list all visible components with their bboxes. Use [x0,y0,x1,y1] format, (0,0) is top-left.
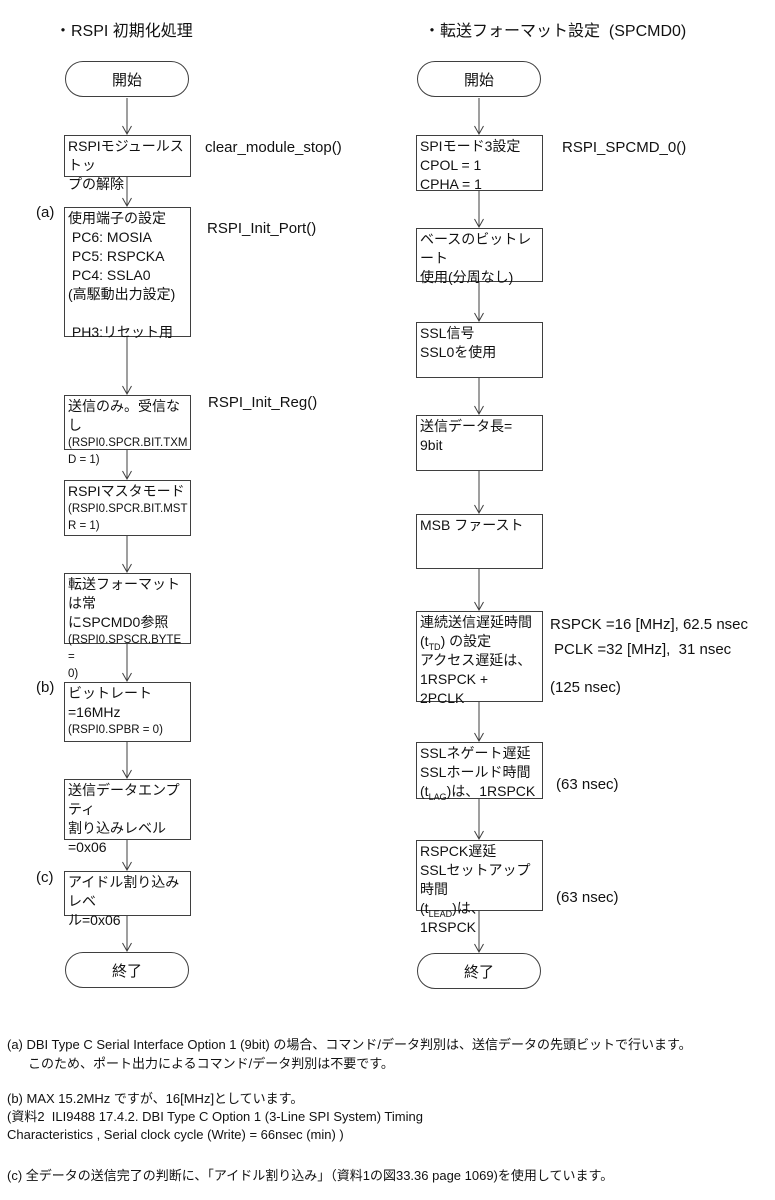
box-tx-delay: 連続送信遅延時間(tTD) の設定アクセス遅延は、1RSPCK +2PCLK [416,611,543,706]
label-timing-lag: (63 nsec) [556,776,619,793]
left-start-terminal: 開始 [65,61,189,97]
label-rspi-spcmd0: RSPI_SPCMD_0() [562,139,687,156]
box-base-bitrate: ベースのビットレート使用(分周なし) [416,228,543,285]
marker-a: (a) [36,204,55,221]
marker-b: (b) [36,679,55,696]
label-rspi-init-reg: RSPI_Init_Reg() [208,394,318,411]
left-flow-title: ・RSPI 初期化処理 [55,23,193,40]
box-msb-first: MSB ファースト [416,514,543,569]
label-timing-rspck: RSPCK =16 [MHz], 62.5 nsec [550,616,749,633]
left-end-terminal: 終了 [65,952,189,988]
label-timing-pclk: PCLK =32 [MHz], 31 nsec [554,641,732,658]
box-module-stop-release: RSPIモジュールストップの解除 [64,135,191,192]
right-end-terminal: 終了 [417,953,541,989]
box-bit-rate: ビットレート=16MHz(RSPI0.SPBR = 0) [64,682,191,742]
footnote-a-line1: (a) DBI Type C Serial Interface Option 1… [7,1037,692,1052]
marker-c: (c) [36,869,54,886]
footnote-b-line3: Characteristics , Serial clock cycle (Wr… [7,1127,344,1142]
footnote-c-line1: (c) 全データの送信完了の判断に、「アイドル割り込み」（資料1の図33.36 … [7,1168,614,1183]
box-tx-empty-int: 送信データエンプティ割り込みレベル=0x06 [64,779,191,855]
right-flow-title: ・転送フォーマット設定 (SPCMD0) [424,23,687,40]
label-timing-lead: (63 nsec) [556,889,619,906]
label-timing-total: (125 nsec) [550,679,621,696]
box-port-setting: 使用端子の設定 PC6: MOSIA PC5: RSPCKA PC4: SSLA… [64,207,191,340]
label-clear-module-stop: clear_module_stop() [205,139,342,156]
footnote-b-line1: (b) MAX 15.2MHz ですが、16[MHz]としています。 [7,1091,304,1106]
box-idle-int: アイドル割り込みレベル=0x06 [64,871,191,928]
right-start-terminal: 開始 [417,61,541,97]
box-spcmd0-ref: 転送フォーマットは常にSPCMD0参照(RSPI0.SPSCR.BYTE =0) [64,573,191,680]
footnote-a-line2: このため、ポート出力によるコマンド/データ判別は不要です。 [28,1056,394,1071]
footnote-b-line2: (資料2 ILI9488 17.4.2. DBI Type C Option 1… [7,1109,423,1124]
box-data-length: 送信データ長=9bit [416,415,543,471]
label-rspi-init-port: RSPI_Init_Port() [207,220,317,237]
